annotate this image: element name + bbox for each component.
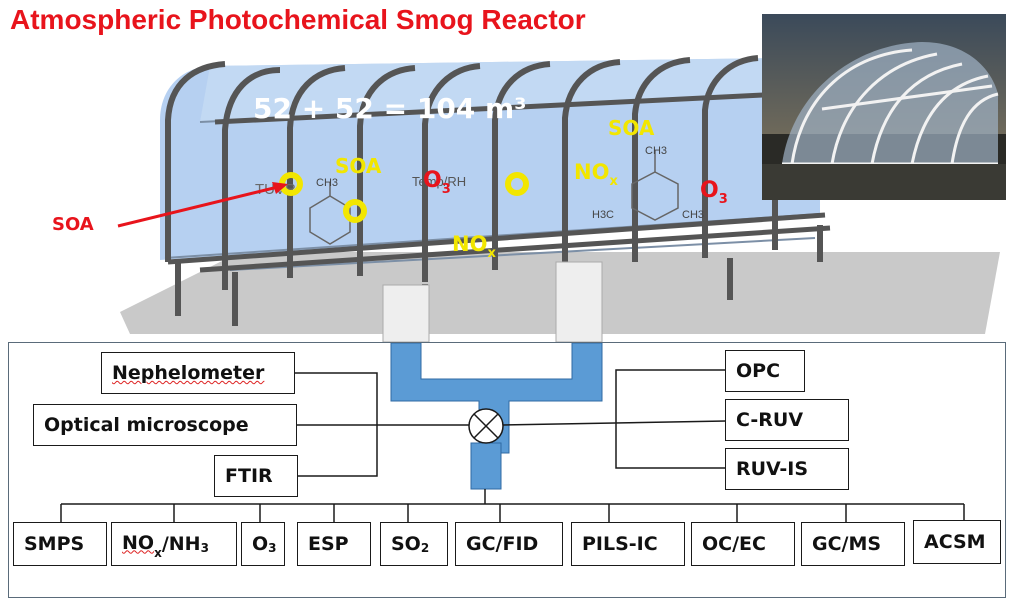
o3-label-2: O3	[700, 178, 728, 207]
instrument-nephelometer: Nephelometer	[101, 352, 295, 394]
soa-arrow-label: SOA	[52, 214, 94, 235]
instrument-ftir: FTIR	[214, 455, 298, 497]
o3-label-1: O3	[423, 168, 451, 197]
reactor-photo	[762, 14, 1006, 200]
soa-label-1: SOA	[335, 154, 382, 178]
instrument-panel: Nephelometer Optical microscope FTIR OPC…	[8, 342, 1006, 598]
ch3-text-2: CH3	[645, 145, 667, 157]
duct-left	[382, 284, 430, 342]
soa-label-2: SOA	[608, 116, 655, 140]
instrument-pils-ic: PILS-IC	[571, 522, 685, 566]
instrument-ruv-is: RUV-IS	[725, 448, 849, 490]
h3c-text: H3C	[592, 209, 614, 221]
instrument-acsm: ACSM	[913, 520, 1001, 564]
instrument-smps: SMPS	[13, 522, 107, 566]
volume-label: 52 + 52 = 104 m³	[253, 92, 527, 125]
instrument-optical-microscope: Optical microscope	[33, 404, 297, 446]
page-title: Atmospheric Photochemical Smog Reactor	[10, 4, 586, 35]
connection-lines	[60, 343, 965, 522]
ch3-text-3: CH3	[682, 209, 704, 221]
sampling-ports	[279, 172, 529, 223]
instrument-esp: ESP	[297, 522, 371, 566]
temp-rh-text: Temp/RH	[412, 174, 466, 189]
instrument-opc: OPC	[725, 350, 805, 392]
soa-arrow	[117, 184, 283, 228]
nox-label-1: NOx	[574, 160, 618, 189]
instrument-gc-ms: GC/MS	[801, 522, 905, 566]
instrument-c-ruv: C-RUV	[725, 399, 849, 441]
instrument-gc-fid: GC/FID	[455, 522, 563, 566]
reactor-illustration: TUVR CH3 Temp/RH CH3 H3C CH3	[117, 55, 1000, 342]
duct-right	[555, 261, 603, 342]
nox-label-2: NOx	[452, 232, 496, 261]
instrument-oc-ec: OC/EC	[691, 522, 795, 566]
ch3-text-1: CH3	[316, 177, 338, 189]
